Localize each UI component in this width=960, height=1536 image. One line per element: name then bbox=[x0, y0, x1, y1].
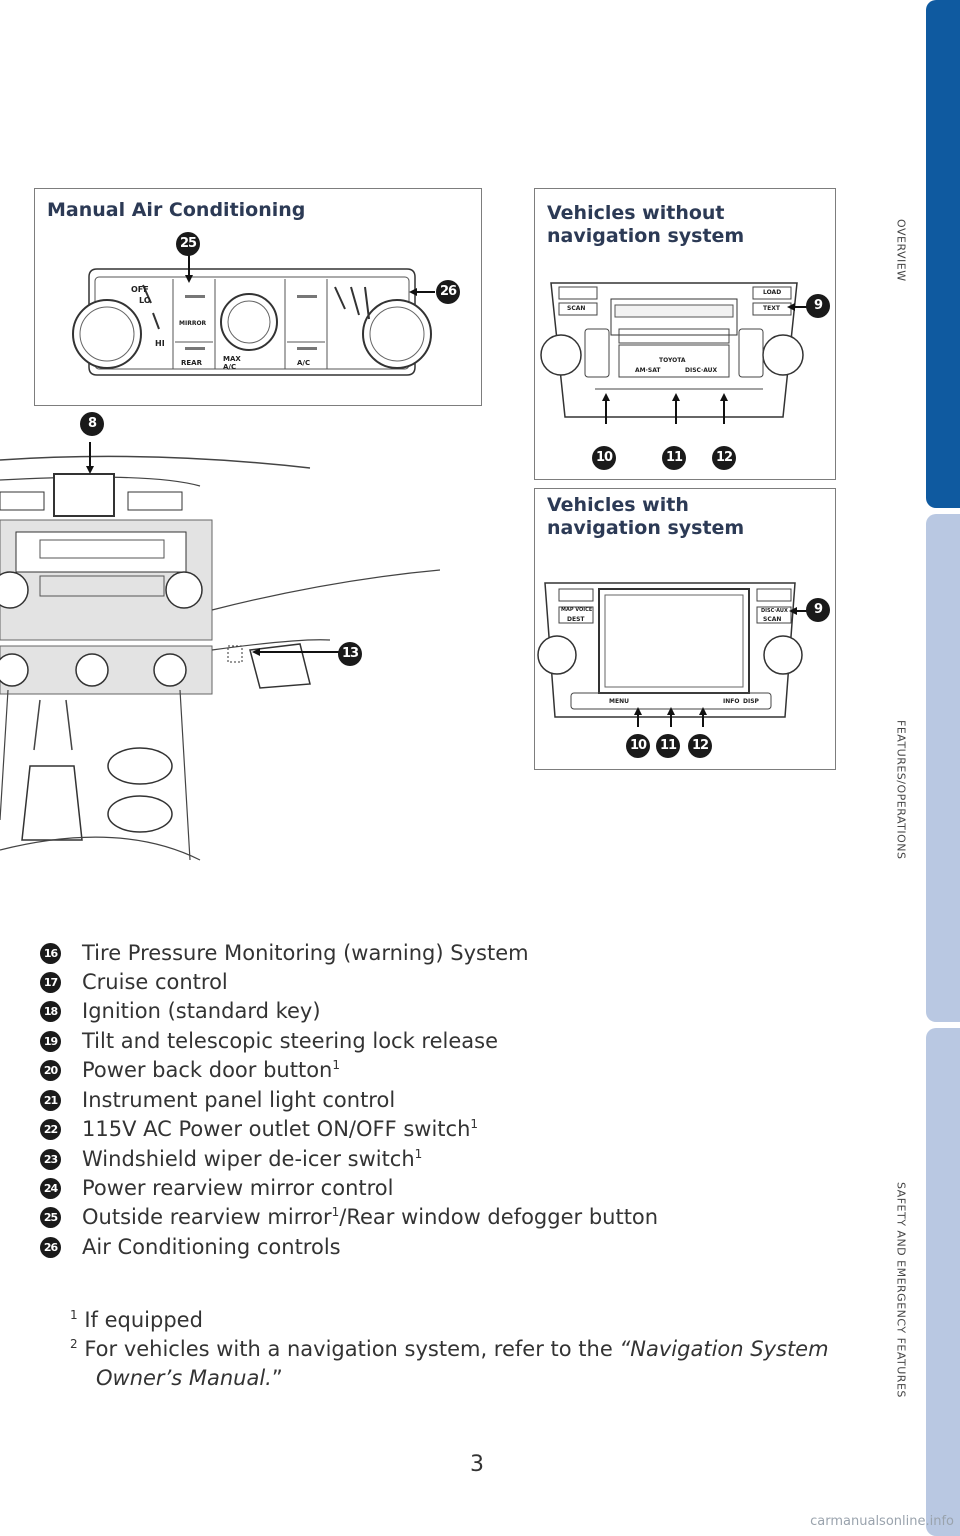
legend-text: Instrument panel light control bbox=[82, 1088, 396, 1112]
ac-label-max-ac[interactable]: MAX A/C bbox=[223, 355, 241, 371]
navigation-unit-illustration bbox=[537, 582, 809, 727]
legend-number: 17 bbox=[40, 972, 61, 993]
ac-label-ac[interactable]: A/C bbox=[297, 359, 311, 367]
footnote-2-manual-title: “Navigation System bbox=[619, 1337, 829, 1361]
legend-number: 23 bbox=[40, 1149, 61, 1170]
tab-label-safety: SAFETY AND EMERGENCY FEATURES bbox=[894, 1182, 908, 1398]
footnote-ref: 1 bbox=[414, 1147, 423, 1161]
legend-number: 22 bbox=[40, 1119, 61, 1140]
nav-label-discaux[interactable]: DISC·AUX bbox=[761, 608, 788, 614]
nav-label-map[interactable]: MAP VOICE bbox=[561, 607, 593, 613]
footnote-ref: 1 bbox=[331, 1205, 340, 1219]
radio-label-text[interactable]: TEXT bbox=[763, 305, 780, 312]
ac-control-illustration bbox=[72, 268, 432, 376]
legend-number: 19 bbox=[40, 1031, 61, 1052]
ac-label-mirror: MIRROR bbox=[179, 320, 207, 327]
nav-label-info[interactable]: INFO bbox=[723, 698, 740, 705]
footnote-2-marker: 2 bbox=[70, 1337, 78, 1351]
footnote-2-text: For vehicles with a navigation system, r… bbox=[84, 1337, 620, 1361]
callout-25: 25 bbox=[176, 232, 200, 256]
callout-9-with-nav: 9 bbox=[806, 598, 830, 622]
legend-text: 115V AC Power outlet ON/OFF switch bbox=[82, 1117, 471, 1141]
tab-overview[interactable] bbox=[926, 0, 960, 508]
legend-text: Power back door button bbox=[82, 1058, 333, 1082]
nav-label-disp[interactable]: DISP bbox=[743, 698, 759, 705]
radio-label-scan[interactable]: SCAN bbox=[567, 305, 586, 312]
callout-12-without-nav: 12 bbox=[712, 446, 736, 470]
dashboard-illustration bbox=[0, 442, 440, 861]
ac-label-off: OFF bbox=[131, 285, 149, 294]
legend-number: 26 bbox=[40, 1237, 61, 1258]
legend-number: 24 bbox=[40, 1178, 61, 1199]
nav-label-menu[interactable]: MENU bbox=[609, 698, 629, 705]
callout-9-without-nav: 9 bbox=[806, 294, 830, 318]
ac-label-lo: LO bbox=[139, 296, 151, 305]
with-nav-title: Vehicles with navigation system bbox=[547, 494, 745, 539]
callout-8: 8 bbox=[80, 412, 104, 436]
callout-11-without-nav: 11 bbox=[662, 446, 686, 470]
legend-text: Cruise control bbox=[82, 970, 228, 994]
tab-label-overview: OVERVIEW bbox=[894, 218, 908, 282]
radio-label-discaux[interactable]: DISC·AUX bbox=[685, 367, 718, 374]
footnote-1: 1 If equipped bbox=[70, 1306, 203, 1335]
callout-11-with-nav: 11 bbox=[656, 734, 680, 758]
without-nav-title: Vehicles without navigation system bbox=[547, 202, 745, 247]
nav-label-dest[interactable]: DEST bbox=[567, 616, 585, 623]
ac-label-rear[interactable]: REAR bbox=[181, 359, 202, 367]
with-nav-panel: Vehicles with navigation system MAP VOIC… bbox=[534, 488, 836, 770]
page-number: 3 bbox=[470, 1452, 484, 1477]
callout-10-without-nav: 10 bbox=[592, 446, 616, 470]
callout-12-with-nav: 12 bbox=[688, 734, 712, 758]
callout-26: 26 bbox=[436, 280, 460, 304]
footnote-2-manual-title-cont: Owner’s Manual. bbox=[96, 1366, 272, 1390]
watermark: carmanualsonline.info bbox=[810, 1514, 954, 1529]
tab-features-operations[interactable] bbox=[926, 514, 960, 1022]
legend-number: 18 bbox=[40, 1001, 61, 1022]
manual-ac-title: Manual Air Conditioning bbox=[47, 199, 306, 221]
callout-10-with-nav: 10 bbox=[626, 734, 650, 758]
callout-13: 13 bbox=[338, 642, 362, 666]
radio-label-toyota: TOYOTA bbox=[659, 357, 686, 364]
tab-label-features: FEATURES/OPERATIONS bbox=[894, 720, 908, 860]
legend-number: 25 bbox=[40, 1207, 61, 1228]
footnote-1-marker: 1 bbox=[70, 1308, 78, 1322]
ac-label-hi: HI bbox=[155, 339, 165, 348]
legend-text-cont: /Rear window defogger button bbox=[339, 1205, 659, 1229]
legend-text: Tire Pressure Monitoring (warning) Syste… bbox=[82, 941, 529, 965]
without-nav-panel: Vehicles without navigation system SCAN … bbox=[534, 188, 836, 480]
radio-label-amsat[interactable]: AM·SAT bbox=[635, 367, 661, 374]
footnote-2-line2: Owner’s Manual.” bbox=[96, 1364, 283, 1393]
legend-number: 20 bbox=[40, 1060, 61, 1081]
footnote-2: 2 For vehicles with a navigation system,… bbox=[70, 1335, 829, 1364]
legend-text: Windshield wiper de-icer switch bbox=[82, 1147, 415, 1171]
audio-unit-illustration bbox=[540, 282, 809, 424]
footnote-ref: 1 bbox=[332, 1058, 340, 1072]
footnote-1-text: If equipped bbox=[84, 1308, 203, 1332]
legend-text: Tilt and telescopic steering lock releas… bbox=[82, 1029, 499, 1053]
legend-text: Air Conditioning controls bbox=[82, 1235, 341, 1259]
legend-number: 21 bbox=[40, 1090, 61, 1111]
radio-label-load[interactable]: LOAD bbox=[763, 289, 782, 296]
tab-safety-emergency[interactable] bbox=[926, 1028, 960, 1536]
footnote-2-close-quote: ” bbox=[271, 1366, 283, 1390]
legend-text: Ignition (standard key) bbox=[82, 999, 321, 1023]
manual-ac-panel: Manual Air Conditioning OFF LO HI MIRROR… bbox=[34, 188, 482, 406]
legend-text: Power rearview mirror control bbox=[82, 1176, 394, 1200]
legend-number: 16 bbox=[40, 943, 61, 964]
legend-text: Outside rearview mirror bbox=[82, 1205, 332, 1229]
nav-label-scan[interactable]: SCAN bbox=[763, 616, 782, 623]
footnote-ref: 1 bbox=[470, 1117, 479, 1131]
